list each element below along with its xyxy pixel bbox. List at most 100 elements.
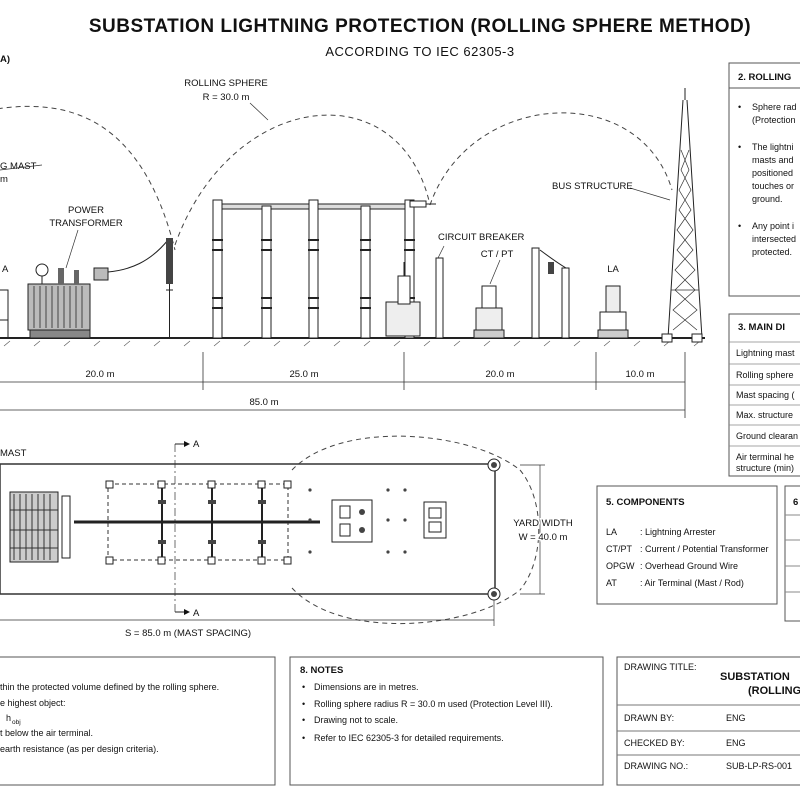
panel-components: 5. COMPONENTS LA : Lightning Arrester CT… (596, 485, 778, 605)
panel-left-notes: thin the protected volume defined by the… (0, 656, 276, 786)
plan-bus (74, 480, 320, 565)
svg-text:•: • (738, 102, 741, 112)
svg-text:Ground clearan: Ground clearan (736, 431, 798, 441)
rolling-sphere-label: ROLLING SPHERE (184, 78, 267, 89)
yard-width-value: W = 40.0 m (519, 532, 568, 543)
panel-notes: 8. NOTES • Dimensions are in metres. • R… (289, 656, 604, 786)
svg-text:•: • (738, 142, 741, 152)
svg-text:•: • (302, 682, 305, 692)
svg-text:Max. structure: Max. structure (736, 410, 793, 420)
mast-label-partial: G MAST (0, 161, 37, 172)
svg-text:ground.: ground. (752, 194, 783, 204)
svg-text:•: • (302, 715, 305, 725)
svg-text:Refer to IEC 62305-3 for detai: Refer to IEC 62305-3 for detailed requir… (314, 733, 504, 743)
svg-text:: Air Terminal (Mast / Rod): : Air Terminal (Mast / Rod) (640, 578, 744, 588)
svg-text:: Overhead Ground Wire: : Overhead Ground Wire (640, 561, 738, 571)
dim-10: 10.0 m (625, 369, 654, 380)
section-marker-bottom: A (193, 608, 200, 619)
ct-pt-label: CT / PT (481, 249, 514, 260)
svg-text:CT/PT: CT/PT (606, 544, 633, 554)
svg-text:The lightni: The lightni (752, 142, 794, 152)
lightning-arrester-left (0, 289, 9, 339)
yard-width-label: YARD WIDTH (513, 518, 573, 529)
lightning-mast-tower (629, 88, 703, 343)
plan-breaker (308, 488, 447, 554)
svg-text:Drawing not to scale.: Drawing not to scale. (314, 715, 398, 725)
svg-text:•: • (738, 221, 741, 231)
svg-text:touches or: touches or (752, 181, 794, 191)
circuit-breaker-label: CIRCUIT BREAKER (438, 232, 525, 243)
svg-text:structure (min): structure (min) (736, 463, 794, 473)
svg-text:Mast spacing (: Mast spacing ( (736, 390, 795, 400)
svg-text:LA: LA (606, 527, 617, 537)
svg-text:earth resistance (as per desig: earth resistance (as per design criteria… (0, 744, 159, 754)
circuit-breaker (385, 245, 445, 339)
title-block: DRAWING TITLE: SUBSTATION (ROLLING DRAWN… (616, 656, 800, 786)
svg-text:Lightning mast: Lightning mast (736, 348, 795, 358)
power-transformer (27, 229, 169, 339)
svg-text:SUBSTATION: SUBSTATION (720, 671, 790, 683)
rolling-sphere-arc-1 (0, 105, 176, 251)
drawing-title: SUBSTATION LIGHTNING PROTECTION (ROLLING… (89, 16, 751, 37)
dim-total: 85.0 m (249, 397, 278, 408)
section-marker-top: A (193, 439, 200, 450)
svg-text:(Protection: (Protection (752, 115, 796, 125)
lightning-arrester-right (597, 285, 629, 339)
rolling-sphere-arc-3 (429, 112, 673, 206)
svg-text:obj: obj (12, 719, 21, 726)
panel-main-title: 3. MAIN DI (738, 322, 785, 333)
svg-text:SUB-LP-RS-001: SUB-LP-RS-001 (726, 761, 792, 771)
mast-spacing: S = 85.0 m (MAST SPACING) (125, 628, 251, 639)
svg-text:6: 6 (793, 497, 798, 508)
svg-text:CHECKED BY:: CHECKED BY: (624, 738, 685, 748)
svg-text:intersected: intersected (752, 234, 796, 244)
section-a-label: A) (0, 54, 10, 65)
panel-rolling-title: 2. ROLLING (738, 72, 791, 83)
svg-text:Any point i: Any point i (752, 221, 794, 231)
svg-text:: Current / Potential Transfor: : Current / Potential Transformer (640, 544, 769, 554)
svg-text:•: • (302, 733, 305, 743)
svg-text:h: h (6, 713, 11, 723)
post-insulators (531, 247, 570, 339)
rolling-sphere-arc-2 (174, 114, 431, 246)
svg-text:OPGW: OPGW (606, 561, 635, 571)
svg-text:AT: AT (606, 578, 617, 588)
plan-transformer (9, 491, 71, 563)
svg-text:t below the air terminal.: t below the air terminal. (0, 728, 93, 738)
panel-six: 6 (784, 485, 800, 622)
svg-text:e highest object:: e highest object: (0, 698, 66, 708)
panel-components-title: 5. COMPONENTS (606, 497, 685, 508)
svg-text:DRAWING NO.:: DRAWING NO.: (624, 761, 688, 771)
plan-mast-label: MAST (0, 448, 27, 459)
dim-25: 25.0 m (289, 369, 318, 380)
plan-view: MAST A A (0, 435, 574, 639)
svg-text:DRAWING TITLE:: DRAWING TITLE: (624, 662, 697, 672)
dim-20-b: 20.0 m (485, 369, 514, 380)
panel-rolling-sphere: 2. ROLLING • Sphere rad (Protection • Th… (728, 62, 800, 297)
svg-text:Rolling sphere: Rolling sphere (736, 370, 794, 380)
mast-label-partial-2: m (0, 174, 8, 185)
bushing-arrester (166, 238, 173, 338)
la-label-right: LA (607, 264, 619, 275)
svg-text:Air terminal he: Air terminal he (736, 452, 794, 462)
svg-text:•: • (302, 699, 305, 709)
bus-gantry (212, 199, 436, 339)
rolling-sphere-radius: R = 30.0 m (203, 92, 250, 103)
drawing-subtitle: ACCORDING TO IEC 62305-3 (325, 44, 514, 59)
svg-text:Dimensions are in metres.: Dimensions are in metres. (314, 682, 419, 692)
bus-structure-label: BUS STRUCTURE (552, 181, 633, 192)
dimension-chain (0, 352, 686, 418)
svg-text:thin the protected volume defi: thin the protected volume defined by the… (0, 682, 219, 692)
ct-pt (473, 259, 505, 339)
svg-text:ENG: ENG (726, 713, 746, 723)
svg-text:(ROLLING: (ROLLING (748, 685, 800, 697)
elevation-view: ROLLING SPHERE R = 30.0 m G MAST m A (0, 78, 705, 418)
svg-text:Sphere rad: Sphere rad (752, 102, 797, 112)
svg-text:: Lightning Arrester: : Lightning Arrester (640, 527, 716, 537)
dim-20-a: 20.0 m (85, 369, 114, 380)
la-label-left: A (2, 264, 9, 275)
panel-main-dimensions: 3. MAIN DI Lightning mast Rolling sphere… (728, 313, 800, 477)
panel-notes-title: 8. NOTES (300, 665, 343, 676)
